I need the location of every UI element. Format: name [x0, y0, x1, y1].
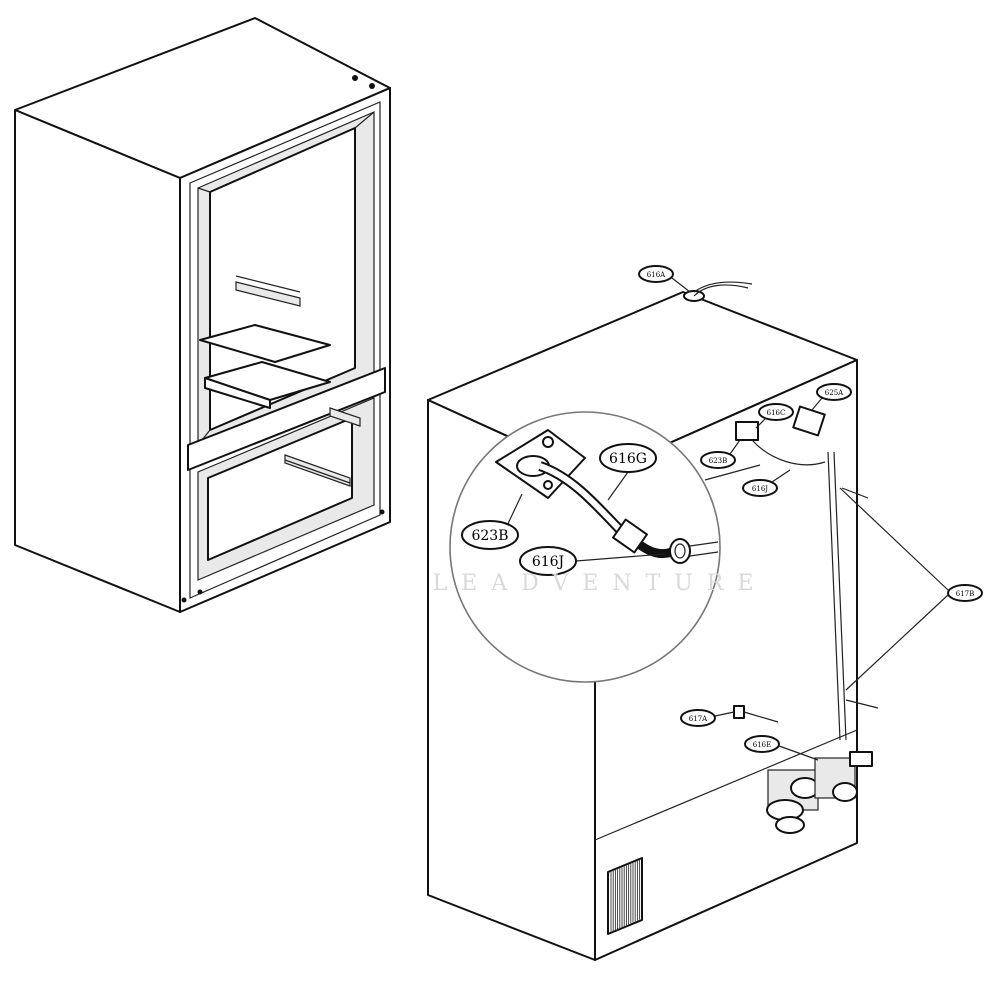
tube-nut — [669, 538, 691, 564]
svg-text:616A: 616A — [647, 271, 666, 279]
wire-connector — [792, 405, 826, 437]
svg-text:616J: 616J — [752, 485, 768, 493]
water-line-top — [693, 284, 749, 297]
callout-625a: 625A — [811, 383, 852, 411]
callout-616a: 616A — [638, 265, 691, 293]
magnifier-tie-line — [704, 464, 761, 481]
svg-text:625A: 625A — [825, 389, 844, 397]
water-tube — [827, 451, 841, 741]
leader-617b-b — [845, 594, 949, 691]
callout-616j: 616J — [519, 546, 577, 576]
tube-clip — [735, 421, 759, 441]
magnifier-circle — [449, 411, 721, 683]
cabinet-side-face — [14, 109, 181, 613]
water-valve-assembly — [766, 751, 873, 834]
svg-text:617B: 617B — [956, 590, 975, 598]
drawer-slide-upper — [329, 407, 361, 427]
callout-616g: 616G — [599, 443, 657, 473]
callout-623b: 623B — [461, 520, 519, 550]
screw-hole-icon — [181, 597, 187, 603]
svg-text:623B: 623B — [471, 528, 508, 544]
freezer-back — [207, 417, 353, 561]
shelf-rail — [235, 281, 301, 307]
watermark: LEADVENTURE — [433, 571, 768, 596]
hinge-hole-icon — [352, 75, 358, 81]
leader-617b-a — [839, 487, 949, 591]
callout-616c: 616C — [755, 403, 794, 429]
svg-text:617A: 617A — [689, 715, 708, 723]
callout-616e: 616E — [744, 735, 780, 753]
crisper-cover — [199, 324, 331, 363]
screw-hole-icon — [197, 589, 203, 595]
svg-text:616G: 616G — [609, 451, 647, 467]
callout-616j-small: 616J — [742, 469, 791, 497]
crisper-pan-edge — [204, 377, 271, 409]
mullion — [187, 367, 386, 471]
callout-623b-small: 623B — [700, 439, 741, 469]
svg-text:616J: 616J — [532, 554, 564, 570]
svg-text:616E: 616E — [753, 741, 771, 749]
screw-hole-icon — [379, 509, 385, 515]
callout-617a: 617A — [680, 709, 735, 727]
refrigerator-cabinet-front — [14, 17, 391, 613]
detail-magnifier: 623B 616G 616J — [449, 411, 761, 683]
tube-fitting — [612, 518, 648, 554]
svg-text:616C: 616C — [767, 409, 786, 417]
rear-panel-seam — [594, 729, 858, 841]
compressor-grille — [607, 857, 643, 935]
callout-617b: 617B — [947, 584, 983, 602]
hose-segment — [751, 439, 826, 466]
hinge-hole-icon — [369, 83, 375, 89]
screw-icon — [733, 705, 745, 719]
svg-text:623B: 623B — [709, 457, 728, 465]
